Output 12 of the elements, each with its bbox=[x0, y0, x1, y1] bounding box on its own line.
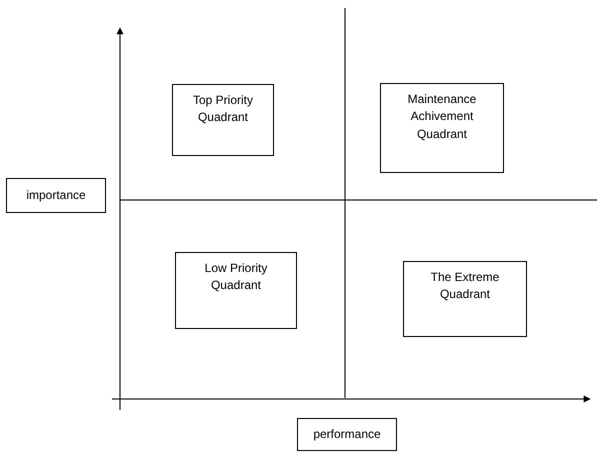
quadrant-label: The Extreme Quadrant bbox=[430, 270, 500, 302]
quadrant-label: Top Priority Quadrant bbox=[192, 93, 254, 124]
quadrant-label: Low Priority Quadrant bbox=[204, 261, 268, 292]
quadrant-label: importance bbox=[26, 186, 86, 204]
quadrant-box bbox=[172, 84, 274, 156]
quadrant-label: Maintenance Achivement Quadrant bbox=[408, 92, 476, 141]
axis-label-box bbox=[6, 178, 106, 213]
quadrant-box bbox=[175, 252, 297, 329]
quadrant-box bbox=[403, 261, 527, 337]
quadrant-box bbox=[380, 83, 504, 173]
quadrant-label: performance bbox=[313, 426, 381, 443]
axis-label-box bbox=[297, 418, 397, 451]
